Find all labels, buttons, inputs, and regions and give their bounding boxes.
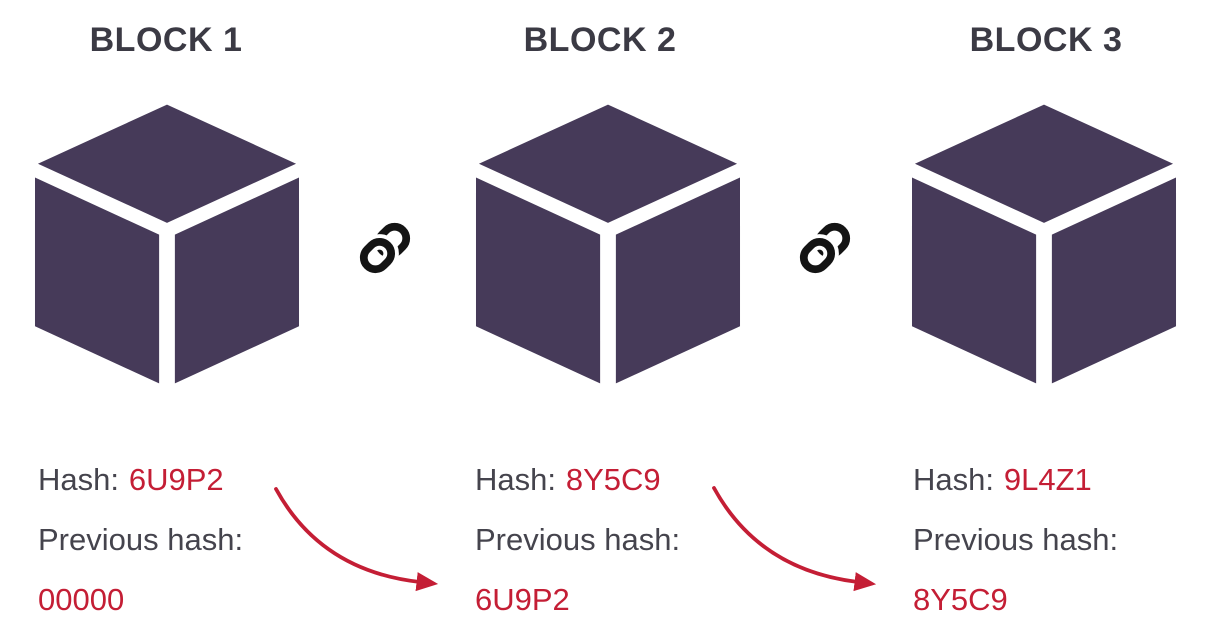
block3-title: BLOCK 3: [969, 21, 1123, 59]
block1-prev-hash-value: 00000: [38, 582, 125, 617]
block1-cube-icon: [34, 103, 300, 385]
block2-cube-icon: [475, 103, 741, 385]
chain-link-icon: [354, 217, 416, 279]
block2-hash-value: 8Y5C9: [565, 462, 661, 497]
block2-title: BLOCK 2: [523, 21, 677, 59]
arrow-block2-hash-to-block3-prev: [712, 486, 877, 592]
block3-prev-hash-value: 8Y5C9: [913, 582, 1008, 617]
block3-hash-label: Hash:: [913, 462, 994, 497]
block3-prev-hash-label: Previous hash:: [913, 522, 1119, 557]
block3-hash-line: Hash: 9L4Z1: [913, 462, 1092, 498]
block1-hash-value: 6U9P2: [128, 462, 224, 497]
block1-title: BLOCK 1: [89, 21, 243, 59]
block3-cube-icon: [911, 103, 1177, 385]
block2-hash-label: Hash:: [475, 462, 556, 497]
block2-hash-line: Hash: 8Y5C9: [475, 462, 661, 498]
chain-link-icon: [794, 217, 856, 279]
block2-prev-hash-value: 6U9P2: [475, 582, 570, 617]
arrow-block1-hash-to-block2-prev: [274, 487, 439, 592]
block1-hash-label: Hash:: [38, 462, 119, 497]
block1-hash-line: Hash: 6U9P2: [38, 462, 224, 498]
block3-hash-value: 9L4Z1: [1003, 462, 1092, 497]
block2-prev-hash-label: Previous hash:: [475, 522, 681, 557]
block1-prev-hash-label: Previous hash:: [38, 522, 244, 557]
